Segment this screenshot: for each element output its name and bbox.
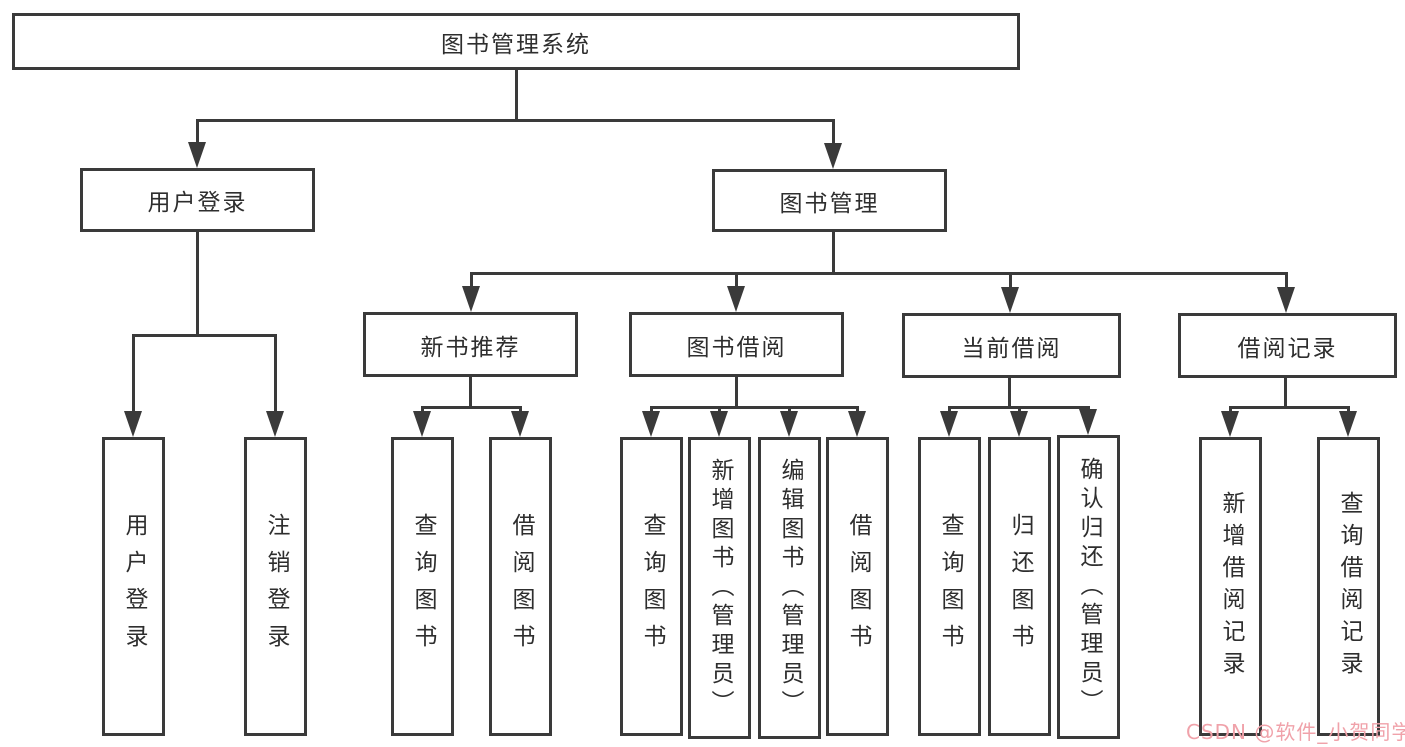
node-user-login-group: 用户登录 bbox=[80, 168, 315, 232]
arrowhead-icon bbox=[780, 411, 798, 437]
node-label: 新书推荐 bbox=[420, 334, 521, 361]
connector-to-l3 bbox=[1009, 272, 1012, 290]
connector-root-bar bbox=[196, 119, 835, 122]
connector-to-leaf bbox=[132, 334, 135, 415]
leaf-add-books-admin: 新增图书（管理员） bbox=[688, 437, 751, 739]
leaf-borrow-books-2: 借阅图书 bbox=[826, 437, 889, 736]
leaf-user-login: 用户登录 bbox=[102, 437, 165, 736]
node-label: 新增借阅记录 bbox=[1218, 490, 1244, 683]
arrowhead-icon bbox=[727, 286, 745, 312]
connector-to-l3 bbox=[470, 272, 473, 290]
node-label: 用户登录 bbox=[147, 190, 248, 216]
arrowhead-icon bbox=[1001, 287, 1019, 313]
node-label: 查询图书 bbox=[410, 512, 436, 661]
leaf-add-borrow-record: 新增借阅记录 bbox=[1199, 437, 1262, 736]
connector-borrowing-stem bbox=[735, 377, 738, 409]
arrowhead-icon bbox=[710, 411, 728, 437]
connector-root-stem bbox=[515, 70, 518, 121]
connector-bookmgmt-bar bbox=[470, 272, 1288, 275]
node-label: 归还图书 bbox=[1007, 512, 1033, 661]
node-label: 注销登录 bbox=[263, 512, 289, 661]
connector-to-l3 bbox=[735, 272, 738, 290]
leaf-logout: 注销登录 bbox=[244, 437, 307, 736]
leaf-return-books: 归还图书 bbox=[988, 437, 1051, 736]
arrowhead-icon bbox=[511, 411, 529, 437]
leaf-query-books-3: 查询图书 bbox=[918, 437, 981, 736]
leaf-query-borrow-record: 查询借阅记录 bbox=[1317, 437, 1380, 736]
arrowhead-icon bbox=[462, 286, 480, 312]
arrowhead-icon bbox=[940, 411, 958, 437]
leaf-query-books-2: 查询图书 bbox=[620, 437, 683, 736]
connector-newbook-bar bbox=[421, 406, 522, 409]
node-label: 查询图书 bbox=[937, 512, 963, 661]
arrowhead-icon bbox=[1339, 411, 1357, 437]
node-label: 确认归还（管理员） bbox=[1076, 456, 1102, 718]
node-label: 编辑图书（管理员） bbox=[777, 457, 803, 719]
node-label: 查询借阅记录 bbox=[1336, 490, 1362, 683]
connector-current-stem bbox=[1008, 378, 1011, 409]
connector-borrowing-bar bbox=[650, 406, 859, 409]
arrowhead-icon bbox=[1221, 411, 1239, 437]
leaf-edit-books-admin: 编辑图书（管理员） bbox=[758, 437, 821, 739]
node-book-borrowing: 图书借阅 bbox=[629, 312, 844, 377]
node-borrowing-records: 借阅记录 bbox=[1178, 313, 1397, 378]
connector-to-leaf bbox=[274, 334, 277, 415]
arrowhead-icon bbox=[124, 411, 142, 437]
leaf-borrow-books-1: 借阅图书 bbox=[489, 437, 552, 736]
arrowhead-icon bbox=[642, 411, 660, 437]
connector-bookmgmt-stem bbox=[832, 232, 835, 275]
node-current-borrowing: 当前借阅 bbox=[902, 313, 1121, 378]
connector-newbook-stem bbox=[469, 377, 472, 409]
arrowhead-icon bbox=[824, 143, 842, 169]
arrowhead-icon bbox=[413, 411, 431, 437]
arrowhead-icon bbox=[266, 411, 284, 437]
node-label: 借阅图书 bbox=[508, 512, 534, 661]
connector-to-user-login bbox=[196, 119, 199, 146]
node-label: 新增图书（管理员） bbox=[707, 457, 733, 719]
node-label: 图书管理 bbox=[779, 190, 880, 217]
node-new-book-recommend: 新书推荐 bbox=[363, 312, 578, 377]
csdn-watermark: CSDN @软件_小贺同学 bbox=[1186, 720, 1405, 744]
connector-to-book-management bbox=[832, 119, 835, 147]
leaf-confirm-return-admin: 确认归还（管理员） bbox=[1057, 435, 1120, 739]
node-label: 图书管理系统 bbox=[441, 31, 591, 58]
node-label: 借阅图书 bbox=[845, 512, 871, 661]
node-label: 图书借阅 bbox=[686, 334, 787, 361]
arrowhead-icon bbox=[188, 142, 206, 168]
node-book-management: 图书管理 bbox=[712, 169, 947, 232]
node-label: 当前借阅 bbox=[961, 335, 1062, 362]
arrowhead-icon bbox=[1079, 409, 1097, 435]
node-label: 用户登录 bbox=[121, 512, 147, 661]
node-library-management-system: 图书管理系统 bbox=[12, 13, 1020, 70]
arrowhead-icon bbox=[1277, 287, 1295, 313]
arrowhead-icon bbox=[1010, 411, 1028, 437]
connector-userlogin-bar bbox=[132, 334, 277, 337]
connector-records-bar bbox=[1229, 406, 1350, 409]
connector-userlogin-stem bbox=[196, 232, 199, 337]
arrowhead-icon bbox=[848, 411, 866, 437]
connector-to-l3 bbox=[1285, 272, 1288, 290]
connector-records-stem bbox=[1284, 378, 1287, 409]
leaf-query-books-1: 查询图书 bbox=[391, 437, 454, 736]
node-label: 查询图书 bbox=[639, 512, 665, 661]
node-label: 借阅记录 bbox=[1237, 335, 1338, 362]
